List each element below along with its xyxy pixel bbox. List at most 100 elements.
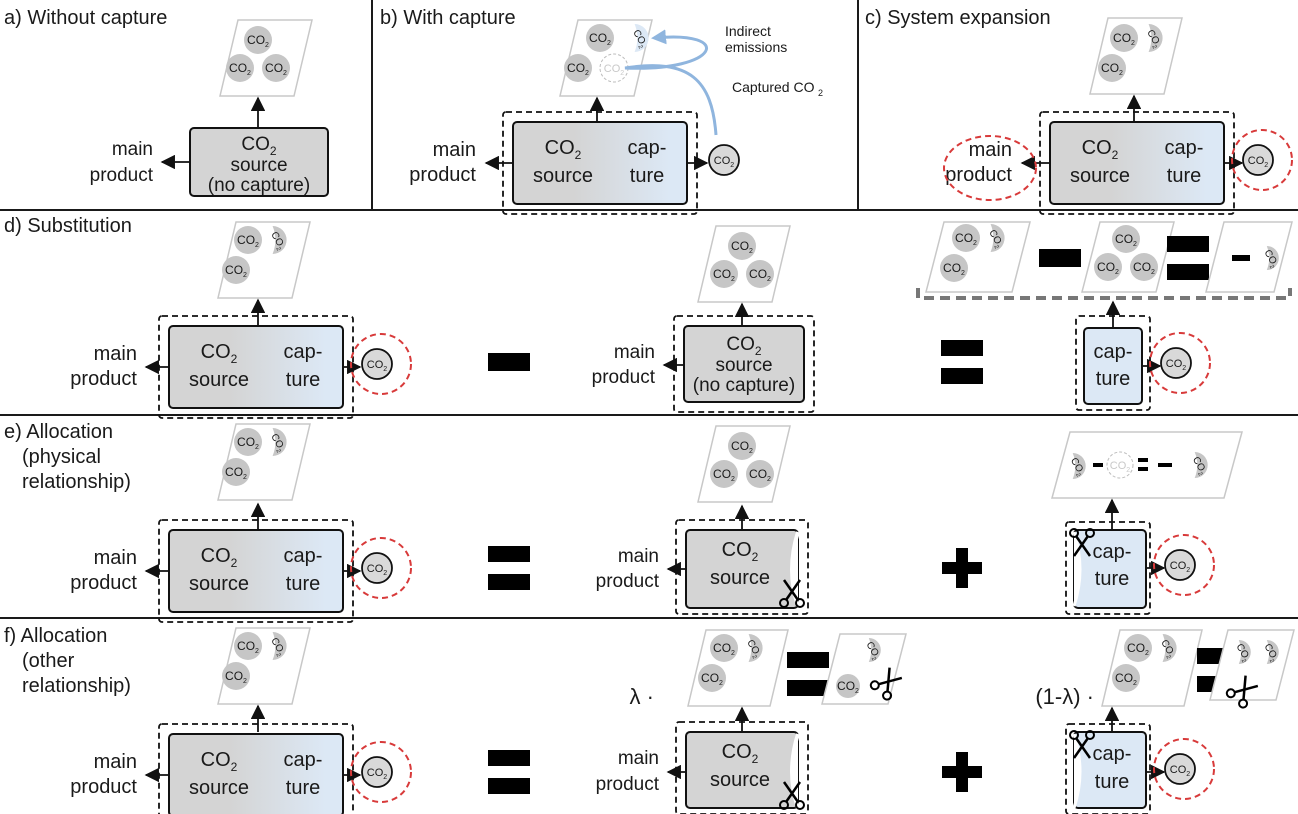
equals-icon — [941, 340, 983, 384]
system-boundary — [673, 315, 815, 413]
co2-emission-circle: CO2 — [698, 664, 726, 692]
co2-label: CO2 — [701, 671, 723, 687]
co2-emission-circle: CO2 — [234, 428, 262, 456]
main-label: main — [94, 751, 137, 773]
ture-label: ture — [286, 777, 320, 799]
co2-label: CO2 — [713, 641, 735, 657]
emissions-label: emissions — [725, 39, 787, 55]
panel-f-subtitle: (other — [22, 650, 75, 672]
co2-label: CO2 — [367, 359, 388, 373]
scissors-icon — [779, 781, 805, 810]
scissors-icon — [1225, 675, 1259, 709]
source-capture-box — [512, 121, 688, 205]
equals-icon — [488, 750, 530, 794]
emission-card — [1089, 17, 1183, 95]
co2-partial-slice: CO2 — [1262, 640, 1279, 665]
co2-label: CO2 — [225, 669, 247, 685]
system-boundary — [1065, 723, 1151, 814]
ture-label: ture — [1095, 568, 1129, 590]
minus-icon — [1158, 463, 1172, 467]
co2-label: CO2 — [1127, 641, 1149, 657]
panel-b-title: b) With capture — [380, 7, 516, 29]
minus-icon — [1232, 255, 1250, 261]
captured-co2-circle: CO2 — [708, 144, 740, 176]
system-boundary — [675, 519, 809, 615]
cap-label: cap- — [1093, 541, 1132, 563]
co2-label: CO2 — [943, 261, 965, 277]
co2-label: CO2 — [1133, 260, 1155, 276]
co2-label: CO2 — [1170, 560, 1191, 574]
co2-label: CO2 — [1170, 764, 1191, 778]
product-label: product — [596, 774, 660, 795]
product-label: product — [70, 776, 137, 798]
co2-label: CO2 — [225, 263, 247, 279]
source-capture-box — [1049, 121, 1225, 205]
co2-label: CO2 — [1248, 155, 1269, 169]
co2-label: CO2 — [201, 749, 238, 774]
co2-label: CO2 — [955, 231, 977, 247]
co2-label: CO2 — [367, 767, 388, 781]
panel-a-title: a) Without capture — [4, 7, 167, 29]
main-label: main — [112, 139, 153, 160]
co2-label: CO2 — [237, 233, 259, 249]
ture-label: ture — [286, 573, 320, 595]
co2-label: CO2 — [241, 134, 277, 158]
captured-co2-circle: CO2 — [1153, 738, 1215, 800]
co2-label: CO2 — [713, 267, 735, 283]
cap-label: cap- — [1094, 341, 1133, 363]
cap-label: cap- — [1093, 743, 1132, 765]
product-label: product — [70, 572, 137, 594]
lambda-label: λ · — [630, 684, 654, 709]
product-label: product — [592, 367, 656, 388]
source-capture-box — [168, 529, 344, 613]
co2-label: CO2 — [1113, 31, 1135, 47]
captured-co2-circle: CO2 — [1149, 332, 1211, 394]
ture-label: ture — [1096, 368, 1130, 390]
captured-co2-circle: CO2 — [350, 741, 412, 803]
co2-label: CO2 — [367, 563, 388, 577]
co2-emission-circle: CO2 — [1130, 253, 1158, 281]
co2-emission-circle: CO2 — [262, 54, 290, 82]
source-label: source — [715, 355, 772, 376]
co2-emission-circle: CO2 — [1094, 253, 1122, 281]
equals-icon — [1167, 236, 1209, 280]
source-label: source — [1070, 165, 1130, 187]
co2-emission-circle: CO2 — [586, 24, 614, 52]
co2-label: CO2 — [1166, 358, 1187, 372]
plus-icon — [942, 548, 982, 588]
panel-e-subtitle: relationship) — [22, 471, 131, 493]
minus-icon — [1093, 463, 1103, 467]
co2-emission-circle: CO2 — [222, 458, 250, 486]
scissors-icon — [869, 667, 903, 701]
indirect-label: Indirect — [725, 23, 771, 39]
co2-partial-slice: CO2 — [268, 226, 287, 254]
main-label: main — [94, 547, 137, 569]
cap-label: cap- — [1165, 137, 1204, 159]
ture-label: ture — [630, 165, 664, 187]
product-label: product — [70, 368, 137, 390]
co2-label: CO2 — [247, 33, 269, 49]
product-label: product — [945, 164, 1012, 186]
co2-label: CO2 — [604, 63, 625, 77]
co2-emission-circle: CO2 — [234, 226, 262, 254]
panel-e-title: e) Allocation — [4, 421, 113, 443]
source-box — [683, 325, 805, 403]
source-label: source — [189, 369, 249, 391]
co2-emission-circle: CO2 — [746, 460, 774, 488]
equals-icon — [488, 546, 530, 590]
main-label: main — [618, 748, 659, 769]
no-capture-label: (no capture) — [693, 375, 795, 396]
co2-label: CO2 — [237, 639, 259, 655]
ture-label: ture — [1095, 771, 1129, 793]
co2-label: CO2 — [1115, 232, 1137, 248]
co2-label: CO2 — [722, 741, 759, 766]
source-label: source — [189, 777, 249, 799]
cut-edge — [1072, 733, 1082, 809]
emission-card — [1051, 431, 1243, 499]
minus-icon — [488, 353, 530, 371]
co2-label: CO2 — [567, 61, 589, 77]
co2-label: CO2 — [225, 465, 247, 481]
source-label: source — [710, 769, 770, 791]
co2-emission-circle: CO2 — [244, 26, 272, 54]
